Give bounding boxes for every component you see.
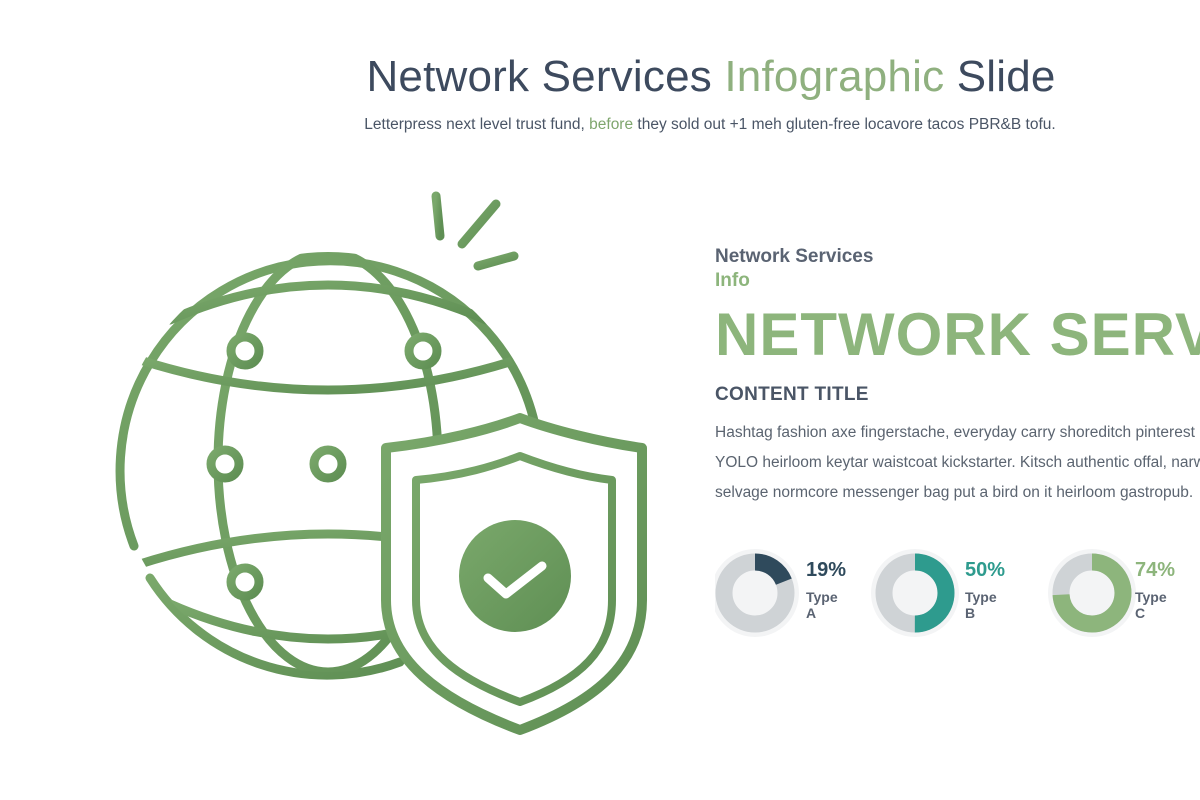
network-security-illustration (100, 180, 660, 760)
body-line: YOLO heirloom keytar waistcoat kickstart… (715, 454, 1200, 471)
body-text: Hashtag fashion axe fingerstache, everyd… (715, 418, 1200, 508)
stat-type: Type C (1135, 589, 1167, 621)
checkmark-icon (483, 561, 547, 599)
signal-rays-icon (431, 191, 519, 271)
donut-value-arc (715, 553, 795, 633)
title-part1: Network Services (366, 52, 725, 101)
big-heading: NETWORK SERVI (715, 301, 1200, 368)
stats-row: 19% Type A 50% Type B 74% Type C (715, 543, 1200, 643)
stat-percent: 74% (1135, 559, 1176, 581)
slide-title: Network Services Infographic Slide (111, 52, 1200, 102)
subtitle-part1: Letterpress next level trust fund, (364, 116, 590, 133)
stat-percent: 19% (806, 559, 847, 581)
shield-icon (381, 413, 647, 735)
globe-shield-graphic (115, 191, 647, 735)
title-part2: Slide (944, 52, 1056, 101)
subtitle-part2: they sold out +1 meh gluten-free locavor… (633, 116, 1056, 133)
subtitle-accent: before (589, 116, 634, 133)
section-sublabel: Info (715, 270, 750, 291)
stat-type: Type A (806, 589, 838, 621)
donut-value-arc (1052, 553, 1132, 633)
body-line: selvage normcore messenger bag put a bir… (715, 484, 1194, 501)
donut-chart (715, 549, 799, 637)
section-label: Network Services (715, 246, 874, 267)
slide-subtitle: Letterpress next level trust fund, befor… (110, 116, 1200, 134)
donut-value-arc (875, 553, 955, 633)
stat-percent: 50% (965, 559, 1006, 581)
donut-chart (871, 549, 959, 637)
donut-chart (1048, 549, 1136, 637)
body-line: Hashtag fashion axe fingerstache, everyd… (715, 424, 1200, 441)
stat-type: Type B (965, 589, 997, 621)
content-panel: Network Services Info NETWORK SERVI CONT… (715, 246, 1200, 666)
content-title: CONTENT TITLE (715, 384, 869, 405)
title-accent: Infographic (724, 52, 945, 101)
